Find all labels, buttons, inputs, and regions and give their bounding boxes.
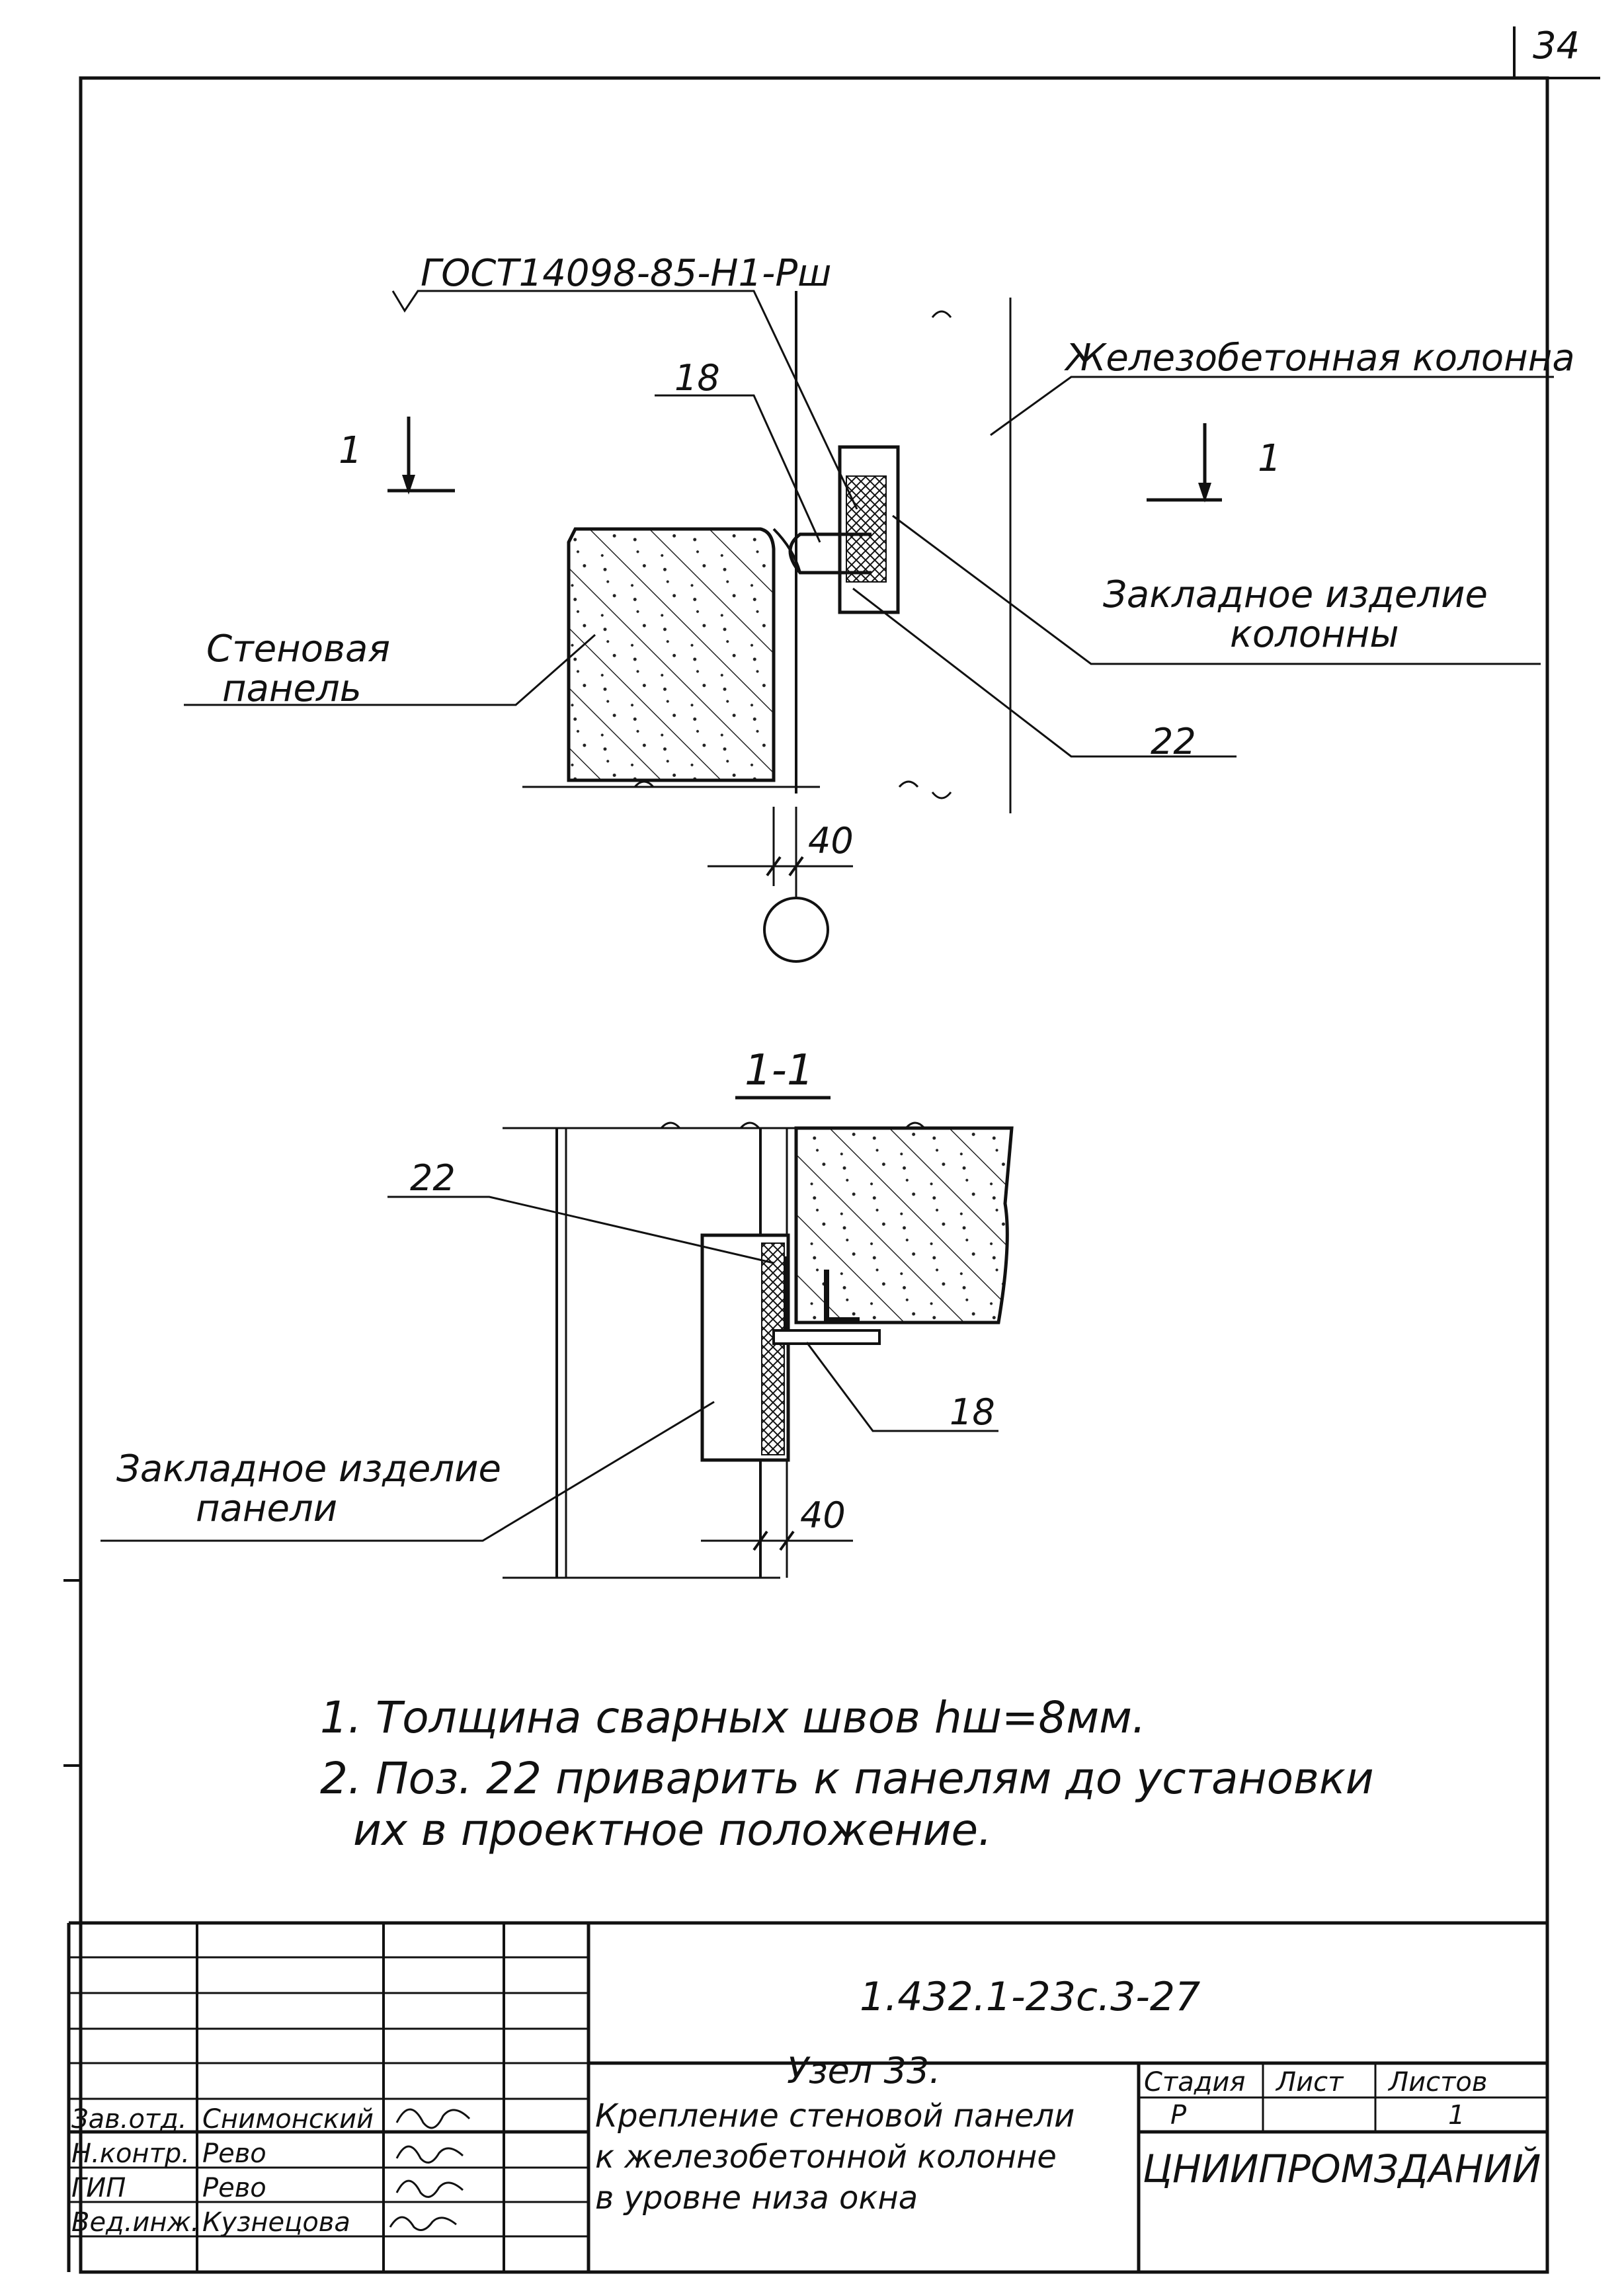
signature-mark-4 [389,2216,457,2231]
section-mark-right: 1 [1258,437,1281,480]
sheet-number: 34 [1533,24,1580,67]
signature-mark-2 [395,2145,464,2164]
top-view: ГОСТ14098-85-Н1-Рш 18 Железобетонная кол… [184,252,1575,963]
section-view: 1-1 22 18 Закладное изделие панели [101,1046,1014,1579]
panel-embedded-label-1: Закладное изделие [116,1447,501,1490]
wall-panel-label-1: Стеновая [206,628,390,671]
column-label: Железобетонная колонна [1064,337,1575,380]
section-pos-18: 18 [950,1391,995,1433]
notes: 1. Толщина сварных швов hш=8мм. 2. Поз. … [320,1692,1374,1855]
sig-role-2: Н.контр. [71,2138,190,2169]
sig-name-3: Рево [202,2173,266,2203]
organization: ЦНИИПРОМЗДАНИЙ [1143,2146,1541,2191]
title-line-3: к железобетонной колонне [595,2138,1057,2176]
sheets-header: Листов [1387,2067,1487,2097]
title-line-2: Крепление стеновой панели [595,2097,1075,2135]
note-3: их в проектное положение. [353,1805,992,1855]
section-dim-gap: 40 [800,1494,846,1536]
section-wall-panel [794,1126,1014,1324]
wall-panel-section [567,527,776,782]
panel-embedded-label-2: панели [196,1487,337,1530]
sig-name-1: Снимонский [202,2104,374,2135]
signature-mark-1 [395,2108,471,2129]
title-line-4: в уровне низа окна [595,2179,918,2217]
column-embedded-label-1: Закладное изделие [1103,573,1488,616]
title-block: 1.432.1-23с.3-27 Узел 33. Крепление стен… [67,1921,1547,2272]
title-line-1: Узел 33. [787,2050,940,2092]
note-2: 2. Поз. 22 приварить к панелям до устано… [320,1753,1374,1804]
plate-22 [772,528,801,573]
section-pos-22: 22 [410,1157,456,1199]
sheet-header: Лист [1275,2067,1344,2097]
sheet-frame: 34 [79,24,1600,2274]
axis-circle [763,897,829,963]
sig-role-3: ГИП [71,2173,126,2203]
column-embedded-label-2: колонны [1230,613,1399,656]
pos-18-label: 18 [674,357,720,399]
signature-mark-3 [395,2179,464,2198]
doc-code: 1.432.1-23с.3-27 [860,1974,1200,2020]
note-1: 1. Толщина сварных швов hш=8мм. [320,1692,1146,1743]
stage-header: Стадия [1144,2067,1245,2097]
stage-value: Р [1170,2100,1187,2131]
section-title: 1-1 [745,1046,814,1095]
top-dim-gap: 40 [808,820,854,862]
sig-name-2: Рево [202,2138,266,2169]
sig-role-4: Вед.инж. [71,2207,199,2238]
weld-symbol: ГОСТ14098-85-Н1-Рш [421,252,831,295]
section-mark-left: 1 [339,429,362,472]
wall-panel-label-2: панель [222,667,362,710]
sheets-total: 1 [1448,2100,1465,2131]
sig-name-4: Кузнецова [202,2207,350,2238]
section-bracket-18 [824,1270,860,1323]
sig-role-1: Зав.отд. [71,2104,187,2135]
